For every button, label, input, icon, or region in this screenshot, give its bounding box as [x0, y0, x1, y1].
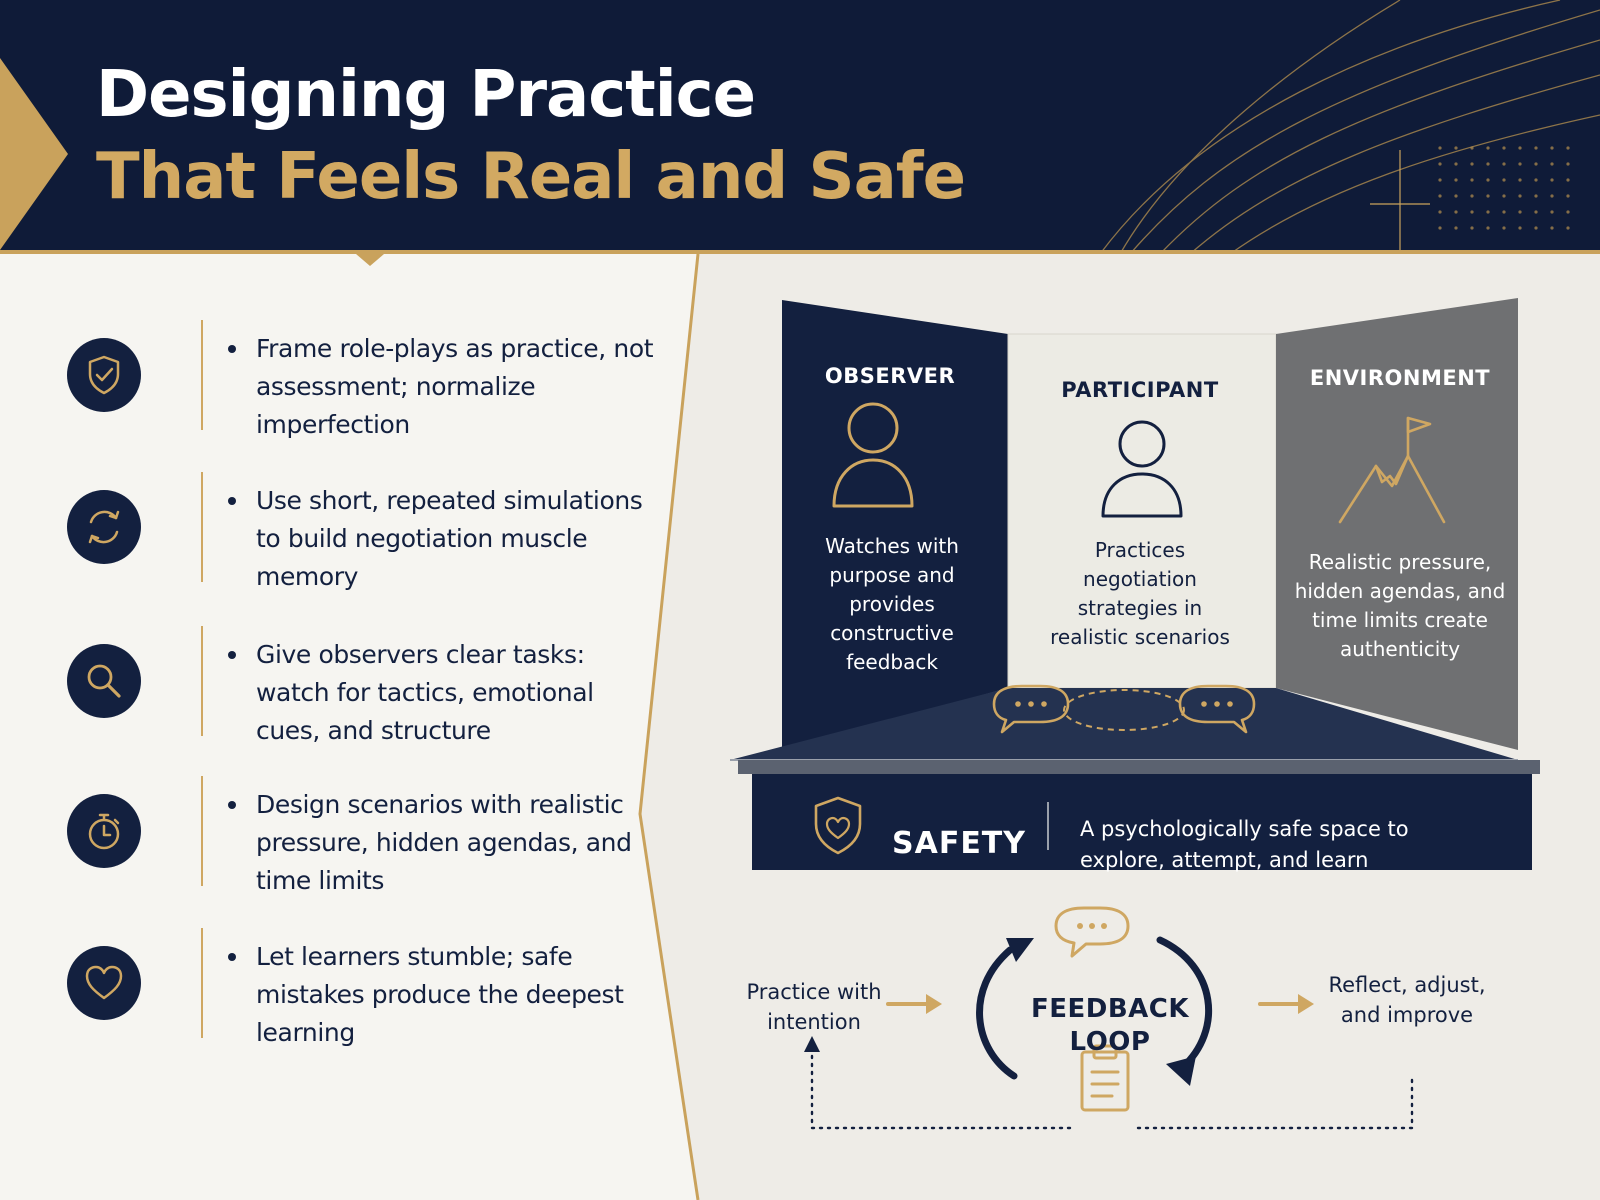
practice-stage-illustration — [730, 298, 1540, 870]
stopwatch-icon — [88, 813, 120, 850]
observer-text: Watches with purpose and provides constr… — [825, 534, 959, 674]
tip-divider — [201, 472, 203, 582]
tip-icon-badge — [67, 794, 141, 868]
feedback-loop-title: FEEDBACK LOOP — [1030, 994, 1190, 1057]
tip-text: Design scenarios with realistic pressure… — [256, 790, 632, 895]
clipboard-icon — [1080, 1044, 1130, 1112]
tip-text: Frame role-plays as practice, not assess… — [256, 334, 654, 439]
tip-divider — [201, 776, 203, 886]
environment-title: ENVIRONMENT — [1309, 366, 1491, 390]
observer-title: OBSERVER — [824, 364, 956, 388]
header-swoosh-lines — [1099, 0, 1600, 254]
magnifier-icon — [87, 664, 121, 698]
arrow-right-icon — [886, 994, 942, 1014]
tip-icon-badge — [67, 946, 141, 1020]
person-icon — [832, 402, 914, 508]
heart-icon — [85, 965, 123, 1000]
tip-row: Frame role-plays as practice, not assess… — [0, 316, 660, 439]
header-decoration — [0, 0, 1600, 254]
return-path-dotted-arrow — [804, 1036, 1414, 1130]
participant-text: Practices negotiation strategies in real… — [1050, 538, 1230, 649]
tip-icon-badge — [67, 644, 141, 718]
observer-panel — [782, 300, 1008, 750]
stage-ledge — [738, 760, 1540, 774]
environment-panel — [1276, 298, 1518, 750]
shield-check-icon — [88, 355, 120, 395]
refresh-cycle-icon — [88, 510, 120, 544]
tip-text: Let learners stumble; safe mistakes prod… — [256, 942, 624, 1047]
tip-row: Design scenarios with realistic pressure… — [0, 772, 660, 895]
practice-text: Practice with intention — [746, 980, 882, 1034]
left-panel-background — [0, 254, 700, 1200]
header-arrow-tab — [0, 58, 68, 250]
environment-text: Realistic pressure, hidden agendas, and … — [1294, 550, 1506, 661]
bullet-dot — [228, 497, 236, 505]
arrow-right-icon — [1258, 994, 1314, 1014]
header-gold-rule — [0, 250, 1600, 254]
bullet-dot — [228, 953, 236, 961]
stage-floor — [730, 688, 1518, 760]
chat-bubble-icon — [1054, 906, 1130, 958]
safety-description: A psychologically safe space to explore,… — [1080, 817, 1409, 872]
tip-text: Use short, repeated simulations to build… — [256, 486, 643, 591]
tip-row: Give observers clear tasks: watch for ta… — [0, 622, 660, 745]
bullet-dot — [228, 345, 236, 353]
loop-arrows-icon — [976, 936, 1213, 1080]
tip-text: Give observers clear tasks: watch for ta… — [256, 640, 594, 745]
participant-title: PARTICIPANT — [1061, 378, 1219, 402]
mountain-flag-icon — [1338, 416, 1446, 524]
safety-base — [752, 774, 1532, 870]
tip-divider — [201, 626, 203, 736]
person-icon — [1101, 420, 1183, 518]
safety-label: SAFETY — [892, 826, 1026, 861]
page-title-line2: That Feels Real and Safe — [96, 140, 966, 214]
header-banner: Designing Practice That Feels Real and S… — [0, 0, 1600, 254]
shield-heart-icon — [814, 796, 862, 855]
reflect-text: Reflect, adjust, and improve — [1328, 973, 1486, 1027]
tip-divider — [201, 928, 203, 1038]
tip-icon-badge — [67, 338, 141, 412]
tip-row: Let learners stumble; safe mistakes prod… — [0, 924, 660, 1047]
feedback-loop-diagram — [804, 906, 1414, 1130]
conversation-bubbles-icon — [992, 684, 1256, 734]
tip-row: Use short, repeated simulations to build… — [0, 468, 660, 591]
header-dot-grid — [1438, 146, 1570, 230]
tip-icon-badge — [67, 490, 141, 564]
bullet-dot — [228, 651, 236, 659]
header-sparkle — [1370, 150, 1430, 250]
tip-divider — [201, 320, 203, 430]
bullet-dot — [228, 801, 236, 809]
page-title-line1: Designing Practice — [96, 58, 756, 132]
